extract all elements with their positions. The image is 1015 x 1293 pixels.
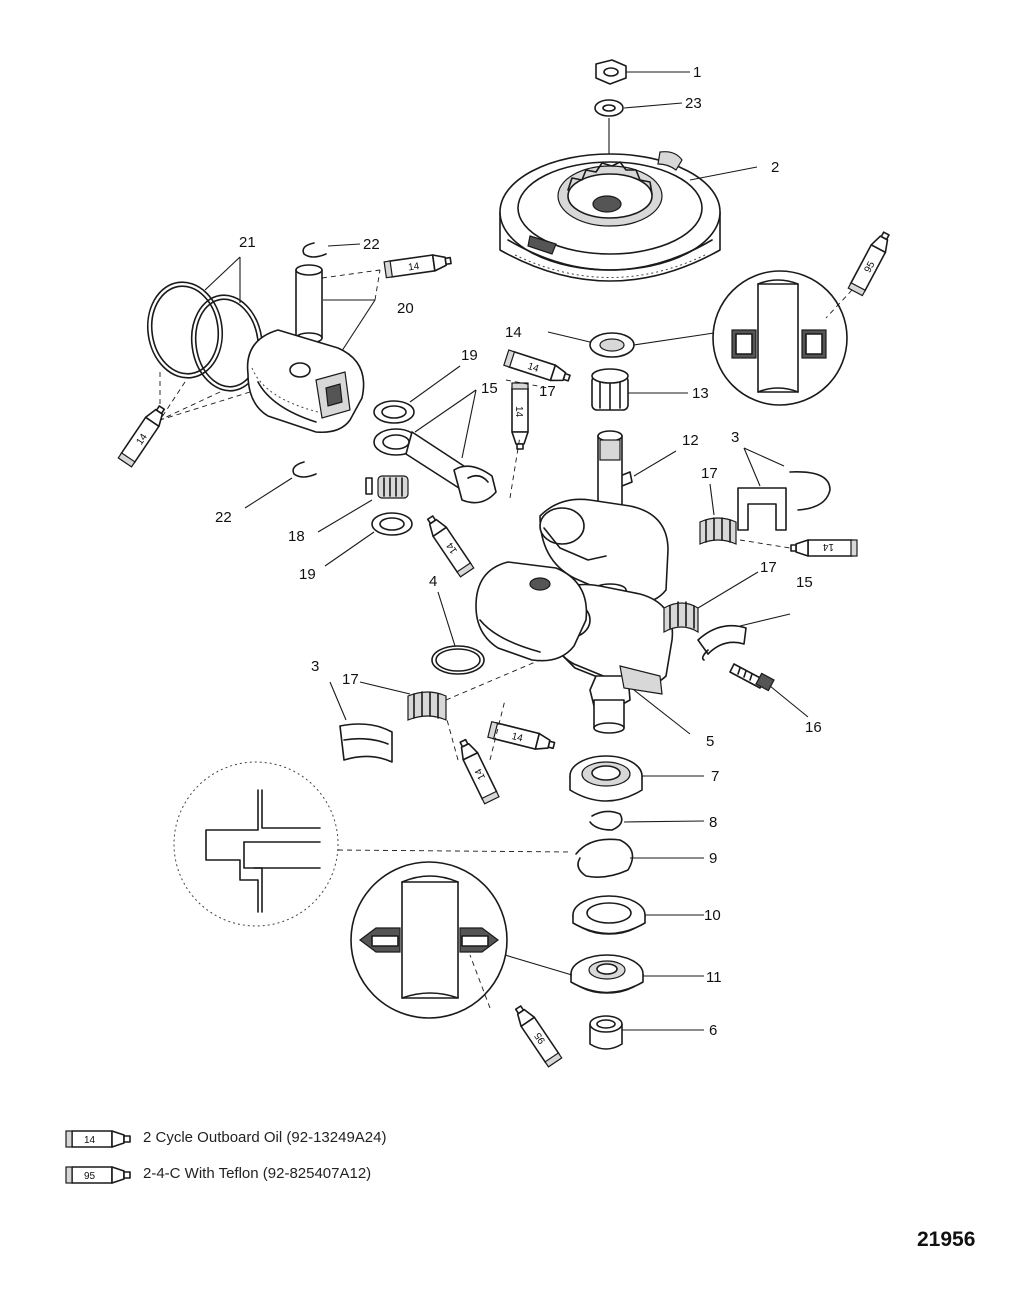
rod-cap: [697, 624, 747, 661]
callout-12: 12: [682, 432, 699, 449]
callout-19-top: 19: [461, 347, 478, 364]
callout-22-top: 22: [363, 236, 380, 253]
lubricant-tube-t3: 14: [503, 349, 573, 387]
lubricant-tube-t1: 14: [383, 251, 453, 279]
lubricant-tube-t11: 95: [510, 1002, 563, 1068]
piston-upper: [246, 329, 365, 434]
legend-item-teflon-grease: 2-4-C With Teflon (92-825407A12): [143, 1165, 372, 1182]
crankshaft-seal-top: [589, 332, 635, 358]
detail-circle-top: [712, 270, 848, 406]
connecting-rod: [373, 428, 497, 504]
flywheel: [499, 151, 721, 282]
piston-pin: [295, 264, 323, 344]
callout-2: 2: [771, 159, 779, 176]
callout-19-bottom: 19: [299, 566, 316, 583]
rod-cap-screw: [729, 663, 775, 692]
lubricant-tube-t9: 14: [454, 736, 500, 805]
needle-bearing-center-right: [663, 601, 699, 634]
legend-tube-14-icon: 14: [65, 1130, 131, 1148]
callout-15-right: 15: [796, 574, 813, 591]
lubricant-tube-t2: 95: [847, 229, 895, 297]
tube-label: 14: [510, 731, 524, 744]
callout-17-top: 17: [539, 383, 556, 400]
callout-11: 11: [706, 969, 722, 986]
callout-15-top: 15: [481, 380, 498, 397]
legend-tube-95-code: 95: [84, 1171, 96, 1182]
flywheel-nut: [595, 59, 627, 85]
piston-pin-retainer-top: [302, 242, 327, 258]
callout-14-seal: 14: [505, 324, 522, 341]
piston-pin-retainer-bottom: [292, 461, 317, 478]
needle-bearing-lower-left: [407, 691, 447, 721]
callout-7: 7: [711, 768, 719, 785]
callout-17-lower-left: 17: [342, 671, 359, 688]
callout-17-center-right: 17: [760, 559, 777, 576]
needle-bearing-small-rod: [365, 475, 409, 499]
seal-11: [570, 954, 644, 994]
lubricant-tube-t6: 14: [422, 512, 475, 578]
retaining-ring-8: [589, 810, 623, 831]
callout-21: 21: [239, 234, 256, 251]
callout-6: 6: [709, 1022, 717, 1039]
callout-23: 23: [685, 95, 702, 112]
callout-13: 13: [692, 385, 709, 402]
callout-3-top: 3: [731, 429, 739, 446]
callout-18: 18: [288, 528, 305, 545]
detail-circle-bottom: [350, 861, 508, 1019]
callout-10: 10: [704, 907, 721, 924]
callout-8: 8: [709, 814, 717, 831]
callout-1: 1: [693, 64, 701, 81]
tube-label: 14: [473, 766, 488, 781]
retaining-ring-9: [575, 838, 634, 878]
callout-20: 20: [397, 300, 414, 317]
retaining-ring-4: [431, 645, 485, 675]
legend-tube-14-code: 14: [84, 1135, 96, 1146]
thrust-washer-top: [373, 400, 415, 424]
tube-label: 14: [407, 261, 420, 274]
main-bearing-race-upper: [737, 487, 787, 531]
lubricant-tube-t7: 14: [790, 539, 858, 557]
callout-5: 5: [706, 733, 714, 750]
callout-22-bottom: 22: [215, 509, 232, 526]
needle-bearing-upper-right: [699, 517, 737, 545]
tube-label: 14: [513, 406, 524, 418]
callout-9: 9: [709, 850, 717, 867]
legend-tube-95-icon: 95: [65, 1166, 131, 1184]
lubricant-tube-t4: 14: [511, 382, 529, 450]
tube-label: 14: [526, 361, 540, 375]
needle-bearing-top: [591, 368, 629, 411]
thrust-washer-bottom: [371, 512, 413, 536]
flywheel-washer: [594, 99, 624, 117]
tube-label: 14: [822, 541, 834, 552]
retaining-ring-upper-right: [789, 471, 831, 511]
lubricant-tube-t8: 14: [487, 720, 557, 754]
legend-item-outboard-oil: 2 Cycle Outboard Oil (92-13249A24): [143, 1129, 387, 1146]
diagram-number: 21956: [917, 1228, 976, 1251]
spacer-10: [572, 895, 646, 935]
lubricant-tube-t5: 14: [117, 402, 170, 468]
callout-3-bottom: 3: [311, 658, 319, 675]
detail-circle-ring-groove: [173, 761, 339, 927]
callout-16: 16: [805, 719, 822, 736]
main-bearing-race-lower: [339, 723, 393, 763]
ball-bearing: [569, 755, 643, 802]
tube-label: 95: [863, 259, 878, 274]
callout-17-upper-right: 17: [701, 465, 718, 482]
bushing-6: [589, 1015, 623, 1050]
piston-lower: [475, 561, 588, 662]
callout-4: 4: [429, 573, 437, 590]
